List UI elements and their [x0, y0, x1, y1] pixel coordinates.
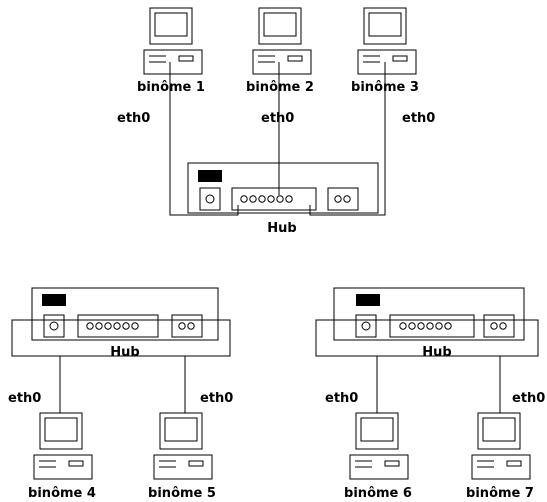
label-pc5: binôme 5 — [148, 486, 216, 501]
computer-pc7 — [471, 412, 531, 480]
computer-pc4 — [33, 412, 93, 480]
computer-pc2 — [252, 7, 312, 75]
hub-left — [11, 287, 231, 357]
computer-pc5 — [153, 412, 213, 480]
hub-left-label: Hub — [110, 345, 139, 360]
label-pc4: binôme 4 — [28, 486, 96, 501]
hub-top-ports — [240, 195, 293, 203]
hub-right-label: Hub — [422, 345, 451, 360]
hub-top — [187, 162, 379, 214]
label-pc7: binôme 7 — [466, 486, 534, 501]
computer-pc6 — [349, 412, 409, 480]
label-pc3: binôme 3 — [351, 80, 419, 95]
label-pc2: binôme 2 — [246, 80, 314, 95]
hub-right-ports — [399, 322, 452, 330]
iface-label-pc1: eth0 — [117, 111, 150, 126]
iface-label-pc6: eth0 — [325, 391, 358, 406]
iface-label-pc5: eth0 — [200, 391, 233, 406]
label-pc1: binôme 1 — [137, 80, 205, 95]
hub-top-label: Hub — [267, 221, 296, 236]
iface-label-pc3: eth0 — [402, 111, 435, 126]
computer-pc1 — [143, 7, 203, 75]
hub-left-ports — [86, 322, 139, 330]
iface-label-pc4: eth0 — [8, 391, 41, 406]
computer-pc3 — [357, 7, 417, 75]
iface-label-pc2: eth0 — [261, 111, 294, 126]
label-pc6: binôme 6 — [344, 486, 412, 501]
iface-label-pc7: eth0 — [512, 391, 545, 406]
hub-right — [315, 287, 539, 357]
